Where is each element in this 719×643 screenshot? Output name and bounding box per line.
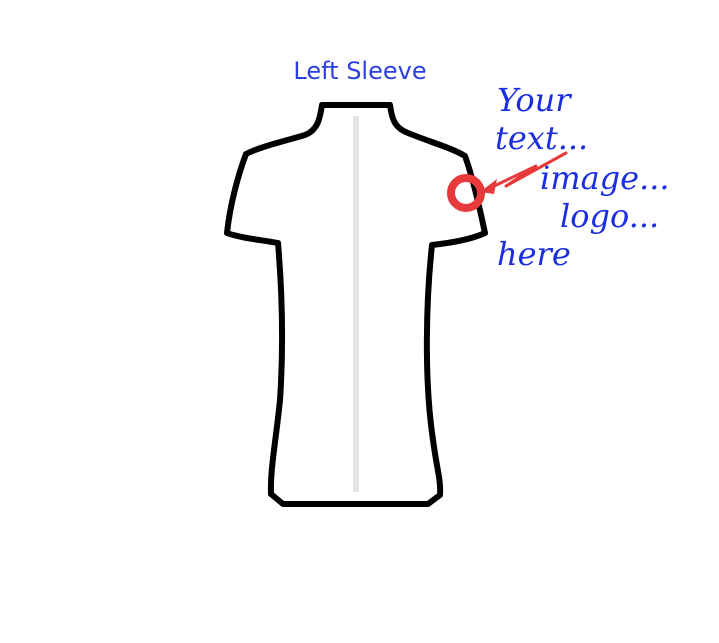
annotation-line: Your xyxy=(497,81,571,119)
red-arrow-icon xyxy=(480,151,568,194)
annotation-line: text... xyxy=(495,119,589,157)
annotation-line: logo... xyxy=(560,197,660,235)
red-ring-icon xyxy=(447,174,485,212)
view-title: Left Sleeve xyxy=(293,57,427,85)
annotation-line: image... xyxy=(540,159,670,197)
annotation-line: here xyxy=(497,235,571,273)
